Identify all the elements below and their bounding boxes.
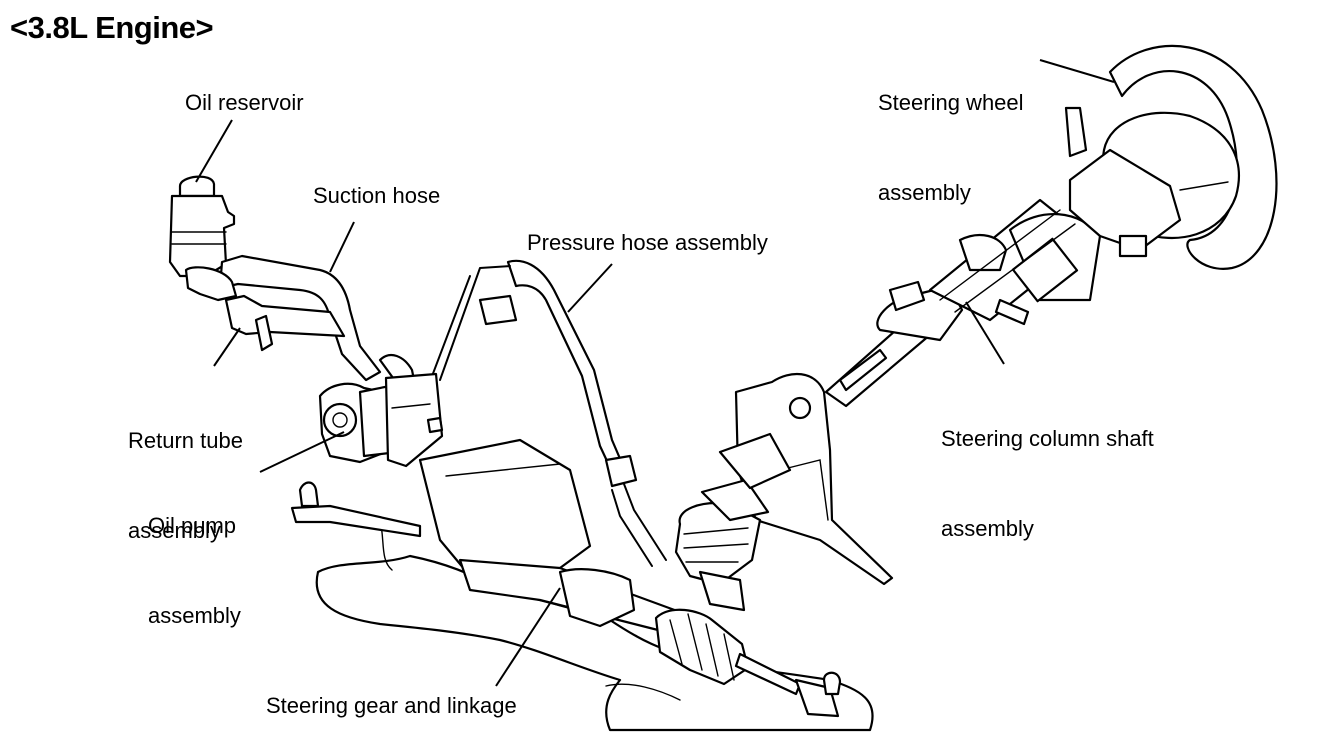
label-suction-hose: Suction hose [313, 183, 441, 208]
steering-wheel [1064, 44, 1278, 270]
label-steering-gear: Steering gear and linkage [266, 693, 517, 718]
label-oil-reservoir: Oil reservoir [185, 90, 304, 115]
label-oil-pump: Oil pump assembly [148, 451, 241, 661]
oil-reservoir [168, 175, 236, 278]
label-return-tube-line2: assembly [128, 518, 221, 543]
label-column-shaft: Steering column shaft assembly [941, 364, 1154, 574]
label-return-tube-line1: Return tube [128, 428, 243, 453]
leader-pressure-hose [567, 263, 613, 313]
leader-return-tube [213, 327, 241, 367]
label-pressure-hose: Pressure hose assembly [527, 230, 768, 255]
column-bracket [734, 372, 894, 586]
steering-gear [290, 432, 842, 718]
leader-steering-gear [495, 587, 561, 687]
label-return-tube: Return tube assembly [128, 366, 243, 576]
label-column-shaft-line2: assembly [941, 516, 1034, 541]
pressure-hose [425, 259, 667, 567]
leader-steering-wheel [1039, 59, 1115, 83]
label-steering-wheel-line1: Steering wheel [878, 90, 1024, 115]
steering-column-shaft [824, 198, 1102, 408]
label-steering-wheel: Steering wheel assembly [878, 28, 1024, 238]
leader-column-shaft [965, 301, 1005, 365]
leader-oil-reservoir [195, 119, 233, 183]
leader-suction-hose [329, 221, 355, 273]
leader-lines [195, 59, 1115, 687]
label-column-shaft-line1: Steering column shaft [941, 426, 1154, 451]
label-steering-wheel-line2: assembly [878, 180, 971, 205]
leader-oil-pump [259, 431, 345, 473]
page-title: <3.8L Engine> [10, 10, 214, 45]
label-oil-pump-line2: assembly [148, 603, 241, 628]
oil-pump [318, 372, 444, 468]
hoses [184, 254, 416, 384]
label-oil-pump-line1: Oil pump [148, 513, 237, 538]
